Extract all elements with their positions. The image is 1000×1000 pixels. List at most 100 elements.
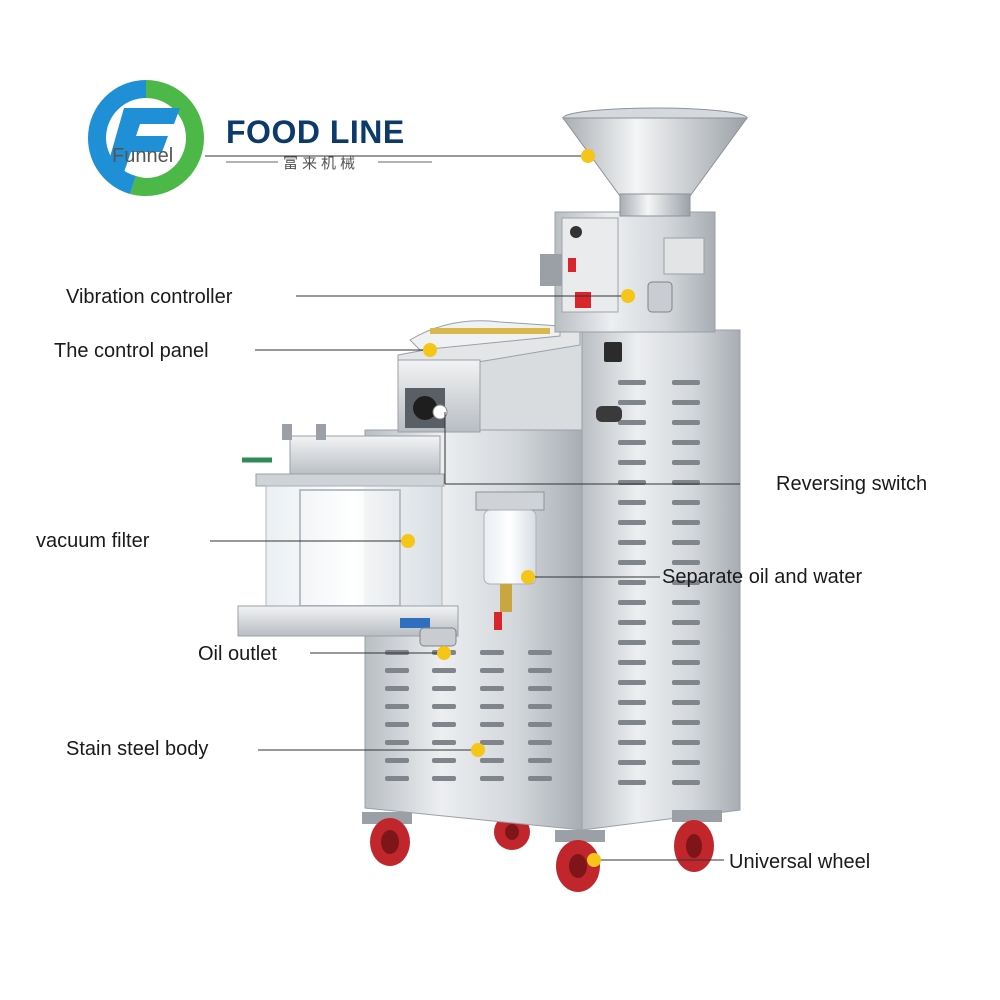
vent-slot [528, 668, 552, 673]
vent-slot [672, 660, 700, 665]
vent-slot [618, 420, 646, 425]
marker-dot [401, 534, 415, 548]
leader-lines [205, 155, 740, 861]
vent-slot [618, 520, 646, 525]
vent-slot [672, 540, 700, 545]
vent-slot [385, 758, 409, 763]
vent-slot [385, 668, 409, 673]
vent-slot [528, 758, 552, 763]
label-oil-outlet: Oil outlet [198, 643, 277, 665]
vent-slot [432, 740, 456, 745]
oil-outlet-tap [400, 618, 457, 647]
vent-slot [672, 640, 700, 645]
vent-slot [618, 620, 646, 625]
vent-slot [480, 776, 504, 781]
logo-mark [87, 80, 204, 197]
vent-slot [385, 722, 409, 727]
brand-subtitle: 富来机械 [283, 155, 360, 172]
vent-slot [432, 776, 456, 781]
vent-slot [528, 650, 552, 655]
vent-slot [672, 520, 700, 525]
vent-slot [672, 580, 700, 585]
marker-dot [423, 343, 437, 357]
vent-slot [672, 560, 700, 565]
vent-slot [480, 686, 504, 691]
wheel-back-left [362, 812, 412, 866]
vent-slot [480, 668, 504, 673]
vent-slot [618, 640, 646, 645]
vent-slot [672, 780, 700, 785]
marker-dot [437, 646, 451, 660]
vent-slot [618, 500, 646, 505]
vent-slot [618, 720, 646, 725]
vent-slot [672, 620, 700, 625]
press-column [540, 211, 716, 333]
vent-slot [618, 760, 646, 765]
vent-slot [480, 740, 504, 745]
brand-name: FOOD LINE [226, 114, 405, 150]
label-universal-wheel: Universal wheel [729, 851, 871, 873]
oil-water-separator [475, 491, 545, 630]
vent-slot [385, 776, 409, 781]
marker-dot [581, 149, 595, 163]
marker-dot [587, 853, 601, 867]
vent-slot [432, 686, 456, 691]
vent-slot [480, 722, 504, 727]
vent-slot [672, 380, 700, 385]
vent-slot [528, 722, 552, 727]
vents-right [618, 380, 700, 785]
power-socket [604, 342, 622, 362]
vents-left [385, 650, 552, 781]
vent-slot [432, 704, 456, 709]
vent-slot [618, 380, 646, 385]
vent-slot [528, 740, 552, 745]
wheel-front-mid [555, 830, 605, 892]
vent-slot [618, 660, 646, 665]
vent-slot [385, 704, 409, 709]
vent-slot [618, 460, 646, 465]
label-separate-oil-water: Separate oil and water [662, 566, 863, 588]
label-funnel: Funnel [112, 145, 174, 167]
vent-slot [618, 560, 646, 565]
marker-dot [621, 289, 635, 303]
vent-slot [672, 400, 700, 405]
vent-slot [618, 400, 646, 405]
vent-slot [672, 700, 700, 705]
vent-slot [618, 780, 646, 785]
vent-slot [672, 760, 700, 765]
vent-slot [528, 686, 552, 691]
vent-slot [618, 580, 646, 585]
vacuum-filter [237, 424, 459, 637]
vent-slot [432, 758, 456, 763]
label-control-panel: The control panel [54, 340, 209, 362]
vent-slot [480, 704, 504, 709]
vent-slot [672, 500, 700, 505]
vent-slot [618, 680, 646, 685]
vent-slot [672, 600, 700, 605]
vent-slot [618, 700, 646, 705]
vent-slot [672, 420, 700, 425]
vent-slot [385, 740, 409, 745]
vent-slot [618, 740, 646, 745]
vent-slot [618, 440, 646, 445]
vent-slot [618, 600, 646, 605]
vent-slot [528, 704, 552, 709]
vent-slot [672, 440, 700, 445]
vent-slot [432, 722, 456, 727]
vent-slot [672, 720, 700, 725]
vent-slot [672, 680, 700, 685]
vent-slot [432, 668, 456, 673]
label-vacuum-filter: vacuum filter [36, 530, 150, 552]
label-vibration-controller: Vibration controller [66, 286, 233, 308]
label-stain-steel-body: Stain steel body [66, 738, 209, 760]
wheel-front-right [672, 810, 722, 872]
vent-slot [480, 650, 504, 655]
marker-dot [521, 570, 535, 584]
side-knob [596, 406, 622, 422]
vent-slot [618, 540, 646, 545]
funnel [562, 107, 748, 217]
control-panel-housing [397, 320, 581, 433]
label-reversing-switch: Reversing switch [776, 473, 928, 495]
